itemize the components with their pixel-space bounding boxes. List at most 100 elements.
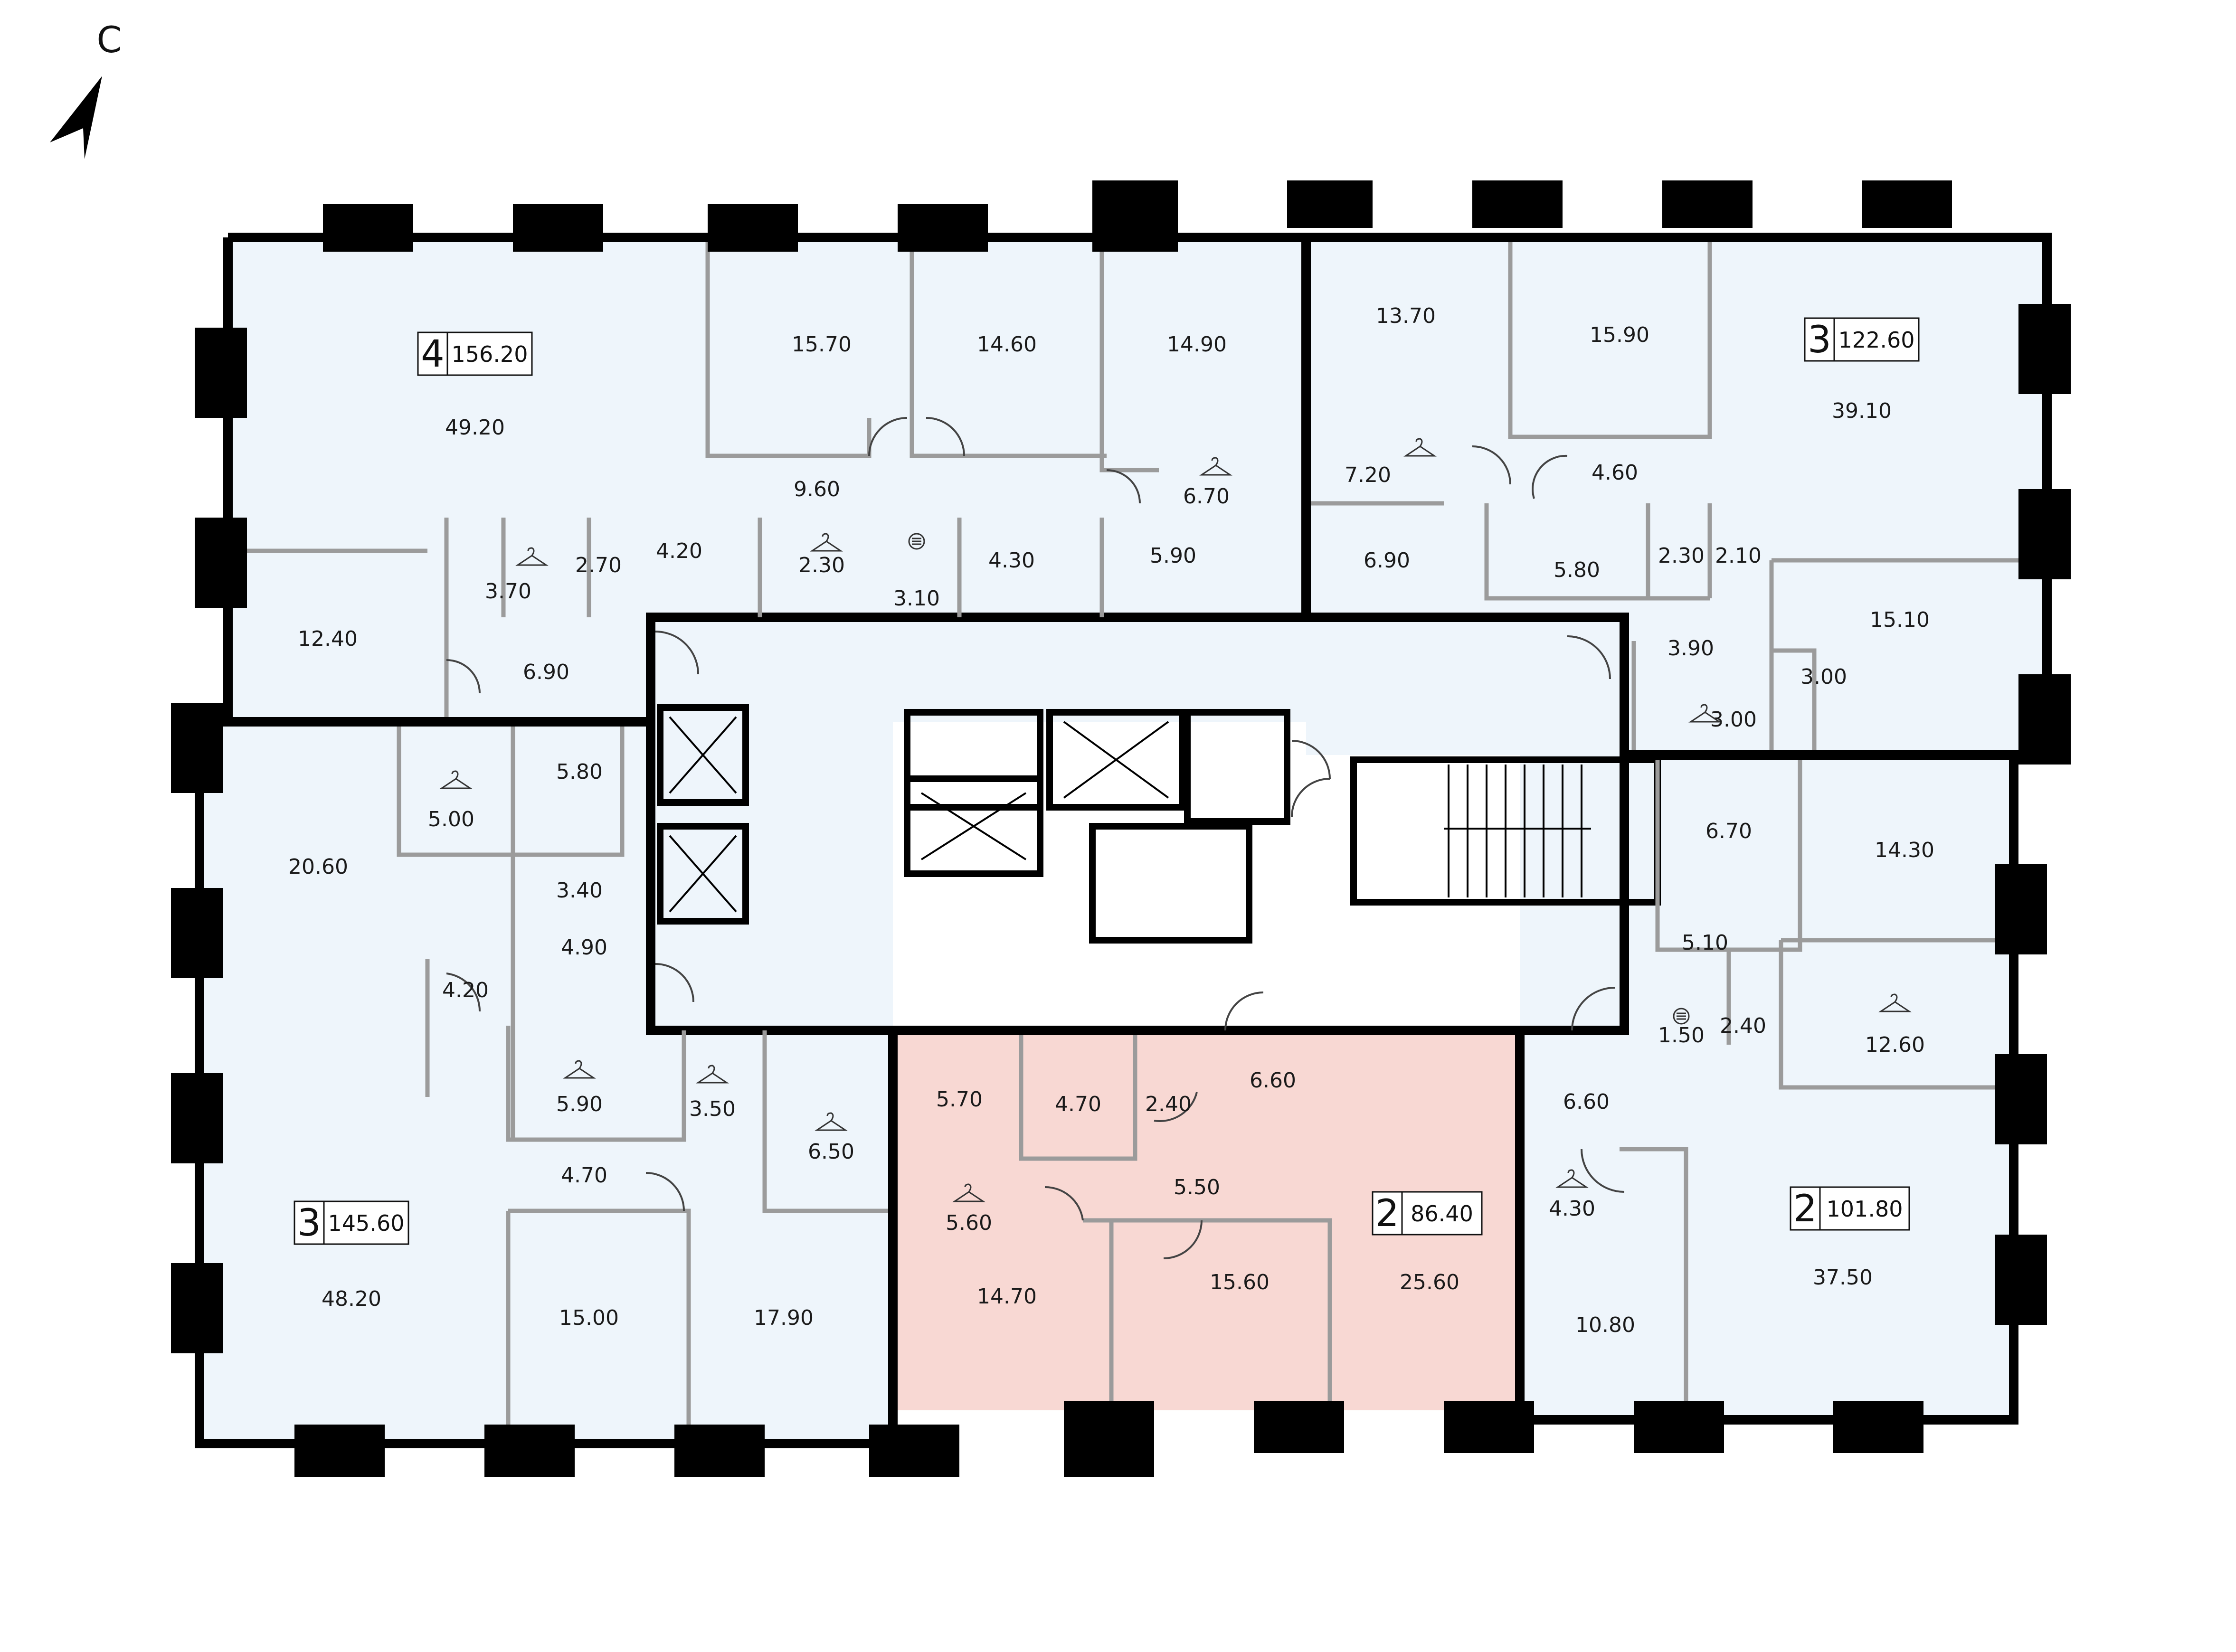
room-area-label: 3.90 <box>1668 636 1714 661</box>
hanger-icon <box>810 533 843 552</box>
compass-label: С <box>96 19 122 61</box>
window <box>323 204 413 252</box>
window <box>195 328 247 418</box>
meter-icon <box>908 533 925 550</box>
window <box>513 204 603 252</box>
compass: С <box>50 19 122 159</box>
elevator-shaft-5 <box>1046 709 1186 811</box>
room-area-label: 6.70 <box>1705 819 1752 843</box>
service-room <box>1184 709 1290 825</box>
window <box>171 888 223 978</box>
room-area-label: 3.10 <box>893 586 940 611</box>
window <box>171 703 223 793</box>
room-area-label: 13.70 <box>1376 304 1436 328</box>
room-area-label: 2.70 <box>575 553 622 577</box>
room-area-label: 2.10 <box>1715 544 1762 568</box>
north-arrow-icon <box>50 76 102 159</box>
room-area-label: 14.60 <box>977 332 1037 357</box>
room-area-label: 5.10 <box>1682 931 1728 955</box>
room-area-label: 4.20 <box>442 978 489 1002</box>
hanger-icon <box>696 1065 729 1084</box>
badge-rooms: 2 <box>1793 1188 1817 1230</box>
room-area-label: 4.60 <box>1592 461 1638 485</box>
window <box>2018 304 2071 394</box>
room-area-label: 6.90 <box>1364 548 1410 573</box>
room-area-label: 48.20 <box>322 1287 381 1311</box>
apartment-sw-area <box>199 722 893 1444</box>
badge-area: 86.40 <box>1411 1201 1473 1227</box>
apartment-badge-ne[interactable]: 3 122.60 <box>1804 317 1920 362</box>
room-area-label: 2.40 <box>1720 1014 1766 1038</box>
room-area-label: 4.70 <box>1055 1092 1101 1116</box>
window <box>1995 1235 2047 1325</box>
room-area-label: 39.10 <box>1832 399 1892 423</box>
apartment-badge-s[interactable]: 2 86.40 <box>1372 1191 1483 1236</box>
room-area-label: 5.80 <box>1554 558 1600 582</box>
window <box>2018 674 2071 765</box>
badge-rooms: 3 <box>297 1202 321 1245</box>
apartment-badge-se[interactable]: 2 101.80 <box>1790 1186 1910 1231</box>
room-area-label: 6.50 <box>808 1140 854 1164</box>
hanger-icon <box>815 1112 848 1131</box>
apartment-ne-area <box>1306 237 2047 755</box>
apartment-badge-nw[interactable]: 4 156.20 <box>417 331 533 376</box>
apartment-fills <box>199 237 2047 1444</box>
room-area-label: 6.70 <box>1183 484 1230 509</box>
hanger-icon <box>1878 993 1912 1012</box>
elevator-shaft-3 <box>904 709 1043 811</box>
elevator-shaft-2 <box>657 823 749 925</box>
room-area-label: 10.80 <box>1575 1313 1635 1337</box>
hanger-icon <box>439 770 473 789</box>
apartment-badge-sw[interactable]: 3 145.60 <box>294 1200 409 1245</box>
room-area-label: 3.00 <box>1710 708 1757 732</box>
interior-partitions <box>228 237 2037 1434</box>
room-area-label: 3.00 <box>1800 665 1847 689</box>
meter-icon <box>1673 1008 1690 1025</box>
room-labels: 49.20 15.70 14.60 14.90 9.60 6.70 3.70 2… <box>288 304 1934 1337</box>
elevator-shaft-4 <box>904 775 1043 877</box>
room-area-label: 15.10 <box>1870 608 1930 632</box>
badge-rooms: 2 <box>1375 1192 1399 1235</box>
room-area-label: 4.30 <box>1549 1197 1595 1221</box>
room-area-label: 20.60 <box>288 855 348 879</box>
room-area-label: 14.90 <box>1167 332 1227 357</box>
window <box>898 204 988 252</box>
room-area-label: 14.30 <box>1875 838 1934 862</box>
window <box>1662 180 1753 228</box>
room-area-label: 15.00 <box>559 1306 619 1330</box>
room-area-label: 6.60 <box>1250 1068 1296 1093</box>
hanger-icon <box>563 1060 596 1079</box>
window <box>171 1263 223 1353</box>
room-area-label: 5.80 <box>556 760 603 784</box>
room-area-label: 6.90 <box>523 660 569 684</box>
window <box>674 1425 765 1477</box>
window <box>1444 1401 1534 1453</box>
hanger-icon <box>1688 704 1722 723</box>
window <box>869 1425 959 1477</box>
badge-area: 156.20 <box>452 341 528 367</box>
window <box>1862 180 1952 228</box>
room-area-label: 3.50 <box>689 1097 736 1121</box>
room-area-label: 17.90 <box>754 1306 814 1330</box>
window <box>1833 1401 1923 1453</box>
wardrobe-icons <box>439 438 1912 1202</box>
room-area-label: 25.60 <box>1400 1270 1459 1294</box>
windows <box>171 180 2071 1477</box>
window <box>294 1425 385 1477</box>
room-area-label: 7.20 <box>1345 463 1391 487</box>
window <box>1092 180 1178 252</box>
room-area-label: 49.20 <box>445 415 505 440</box>
badge-area: 145.60 <box>328 1210 405 1236</box>
room-area-label: 15.90 <box>1590 323 1649 347</box>
room-area-label: 5.00 <box>428 807 474 831</box>
hanger-icon <box>1199 457 1232 476</box>
room-area-label: 4.90 <box>561 935 607 960</box>
apartment-nw-area <box>228 237 1306 722</box>
room-area-label: 14.70 <box>977 1284 1037 1309</box>
room-area-label: 4.70 <box>561 1163 607 1188</box>
window <box>1995 864 2047 954</box>
elevator-shaft-1 <box>657 704 749 806</box>
room-area-label: 4.20 <box>656 539 702 563</box>
room-area-label: 37.50 <box>1813 1265 1873 1290</box>
